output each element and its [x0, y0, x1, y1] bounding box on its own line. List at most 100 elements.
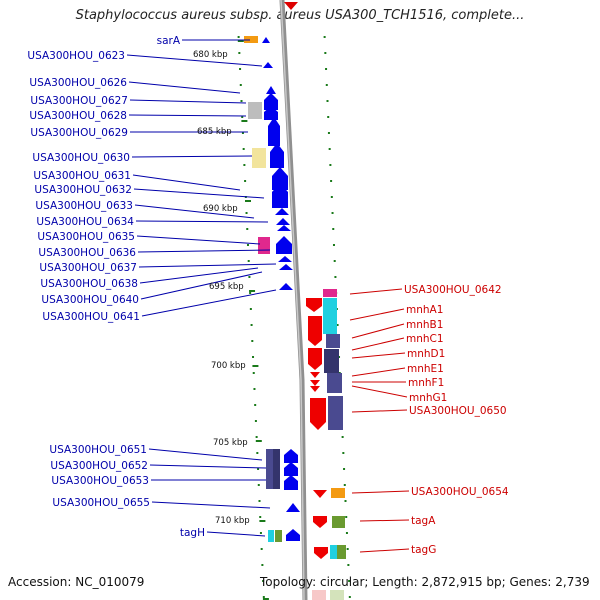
gene-connector: [128, 114, 247, 117]
arrow-0637: [278, 256, 292, 262]
gene-label[interactable]: USA300HOU_0629: [30, 127, 128, 139]
arrow-0636: [276, 236, 292, 254]
gene-label[interactable]: mnhC1: [406, 333, 444, 345]
gene-label[interactable]: USA300HOU_0641: [42, 311, 140, 323]
tick-dot: [246, 228, 249, 230]
tick-dot: [348, 580, 351, 582]
tick-dot: [239, 84, 242, 86]
gene-label[interactable]: mnhD1: [407, 348, 445, 360]
arrow-tagA: [313, 516, 327, 528]
gene-connector: [351, 490, 410, 494]
genome-backbone: [279, 0, 308, 600]
gene-label[interactable]: USA300HOU_0651: [49, 444, 147, 456]
gene-connector: [140, 271, 263, 300]
gene-connector: [149, 464, 267, 469]
gene-label[interactable]: USA300HOU_0633: [35, 200, 133, 212]
gene-label[interactable]: USA300HOU_0635: [37, 231, 135, 243]
gene-label[interactable]: mnhB1: [406, 319, 443, 331]
top-marker: [284, 2, 298, 10]
kbp-label: 690 kbp: [203, 204, 238, 214]
gene-label[interactable]: USA300HOU_0650: [409, 405, 507, 417]
tick-dot: [248, 276, 251, 278]
tick-dot: [261, 564, 264, 566]
gene-label[interactable]: mnhG1: [409, 392, 447, 404]
right-feature-boxes: [323, 289, 346, 559]
arrow-0628: [264, 106, 278, 120]
tick-dot: [327, 132, 330, 134]
gene-label[interactable]: USA300HOU_0654: [411, 486, 509, 498]
tick-dot: [246, 244, 249, 246]
gene-label[interactable]: tagH: [180, 527, 205, 539]
tick-dot: [251, 340, 254, 342]
gene-connector: [128, 81, 241, 94]
gene-label[interactable]: tagA: [411, 515, 436, 527]
arrow-mnhB1: [308, 316, 322, 346]
tick-dot: [242, 148, 245, 150]
tick-major: [237, 40, 244, 42]
arrow-0650: [310, 398, 326, 430]
gene-label[interactable]: USA300HOU_0653: [51, 475, 149, 487]
accession-text: Accession: NC_010079: [8, 575, 145, 589]
tick-dot: [249, 308, 252, 310]
gene-connector: [351, 352, 406, 359]
tick-dot: [343, 484, 346, 486]
map-title: Staphylococcus aureus subsp. aureus USA3…: [75, 8, 525, 23]
arrow-0634: [276, 218, 290, 225]
gene-label[interactable]: USA300HOU_0634: [36, 216, 134, 228]
tick-dot: [345, 532, 348, 534]
gene-label[interactable]: USA300HOU_0640: [41, 294, 139, 306]
gene-label[interactable]: USA300HOU_0626: [29, 77, 127, 89]
gene-label[interactable]: USA300HOU_0632: [34, 184, 132, 196]
tick-dot: [332, 244, 335, 246]
arrow-0651: [284, 449, 298, 463]
tick-dot: [324, 52, 327, 54]
gene-label[interactable]: USA300HOU_0638: [40, 278, 138, 290]
arrow-0653: [284, 475, 298, 490]
tick-dot: [257, 484, 260, 486]
gene-connector: [359, 548, 410, 553]
arrow-0635: [277, 225, 291, 231]
tick-major: [249, 290, 256, 292]
tick-dot: [250, 324, 253, 326]
gene-label[interactable]: USA300HOU_0655: [52, 497, 150, 509]
tick-dot: [345, 516, 348, 518]
right-gene-labels: USA300HOU_0642 mnhA1 mnhB1 mnhC1 mnhD1 mnhE1 m…: [404, 284, 509, 556]
tick-dot: [342, 452, 345, 454]
gene-connector: [359, 519, 410, 522]
gene-label[interactable]: USA300HOU_0630: [32, 152, 130, 164]
gene-label[interactable]: USA300HOU_0637: [39, 262, 137, 274]
gene-connector: [136, 235, 261, 245]
arrow-0630: [270, 143, 284, 168]
gene-label[interactable]: mnhE1: [407, 363, 444, 375]
gene-label[interactable]: sarA: [157, 35, 181, 47]
left-strand-arrows: [262, 37, 300, 541]
arrow-0623: [263, 62, 273, 68]
gene-label[interactable]: USA300HOU_0627: [30, 95, 128, 107]
gene-label[interactable]: USA300HOU_0623: [27, 50, 125, 62]
tick-dot: [325, 68, 328, 70]
kbp-label: 680 kbp: [193, 50, 228, 60]
bottom-fragments: [312, 590, 344, 600]
tick-dot: [338, 356, 341, 358]
tick-dot: [347, 564, 350, 566]
tick-major: [252, 365, 259, 367]
arrow-0631: [272, 167, 288, 190]
gene-label[interactable]: USA300HOU_0642: [404, 284, 502, 296]
gene-label[interactable]: USA300HOU_0636: [38, 247, 136, 259]
tick-dot: [330, 196, 333, 198]
gene-label[interactable]: USA300HOU_0652: [50, 460, 148, 472]
gene-connector: [351, 367, 406, 377]
gene-label[interactable]: tagG: [411, 544, 436, 556]
gene-label[interactable]: USA300HOU_0628: [29, 110, 127, 122]
kbp-label: 695 kbp: [209, 282, 244, 292]
gene-label[interactable]: mnhF1: [408, 377, 444, 389]
gene-label[interactable]: mnhA1: [406, 304, 443, 316]
tick-dot: [257, 468, 260, 470]
gene-connector: [134, 204, 255, 219]
tick-dot: [239, 68, 242, 70]
gene-label[interactable]: USA300HOU_0631: [33, 170, 131, 182]
gene-connector: [131, 155, 253, 158]
arrow-0627: [264, 93, 278, 110]
genome-backbone-highlight: [280, 0, 305, 600]
